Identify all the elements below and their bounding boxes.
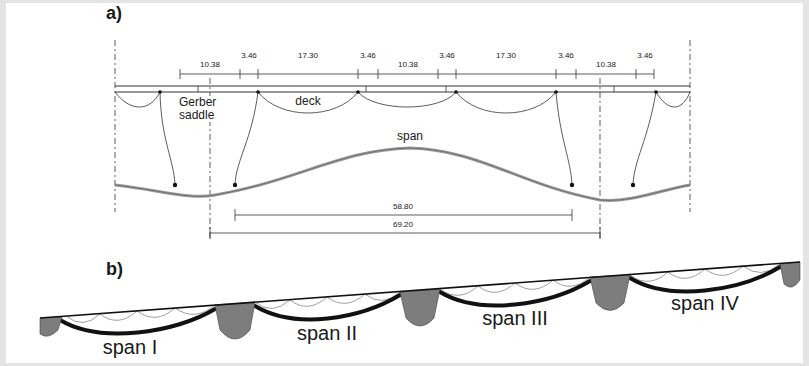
span-name: span IV xyxy=(670,292,740,314)
dimension-value: 58.80 xyxy=(392,203,414,212)
dimension-value: 10.38 xyxy=(397,61,419,70)
dimension-value: 3.46 xyxy=(636,52,654,61)
span-name: span I xyxy=(102,336,158,358)
span-name: span III xyxy=(481,307,549,329)
dimension-value: 69.20 xyxy=(392,221,414,230)
dimension-value: 10.38 xyxy=(199,61,221,70)
part-name: Gerber saddle xyxy=(178,96,232,122)
part-name: deck xyxy=(294,95,321,108)
dimension-value: 3.46 xyxy=(557,52,575,61)
part-name: span xyxy=(396,130,424,143)
part-letter: b) xyxy=(105,260,124,280)
part-letter: a) xyxy=(105,4,123,24)
dimension-value: 3.46 xyxy=(359,52,377,61)
span-name: span II xyxy=(296,322,358,344)
dimension-value: 3.46 xyxy=(240,52,258,61)
dimension-value: 17.30 xyxy=(495,52,517,61)
dimension-value: 3.46 xyxy=(438,52,456,61)
dimension-value: 17.30 xyxy=(297,52,319,61)
dimension-value: 10.38 xyxy=(595,61,617,70)
